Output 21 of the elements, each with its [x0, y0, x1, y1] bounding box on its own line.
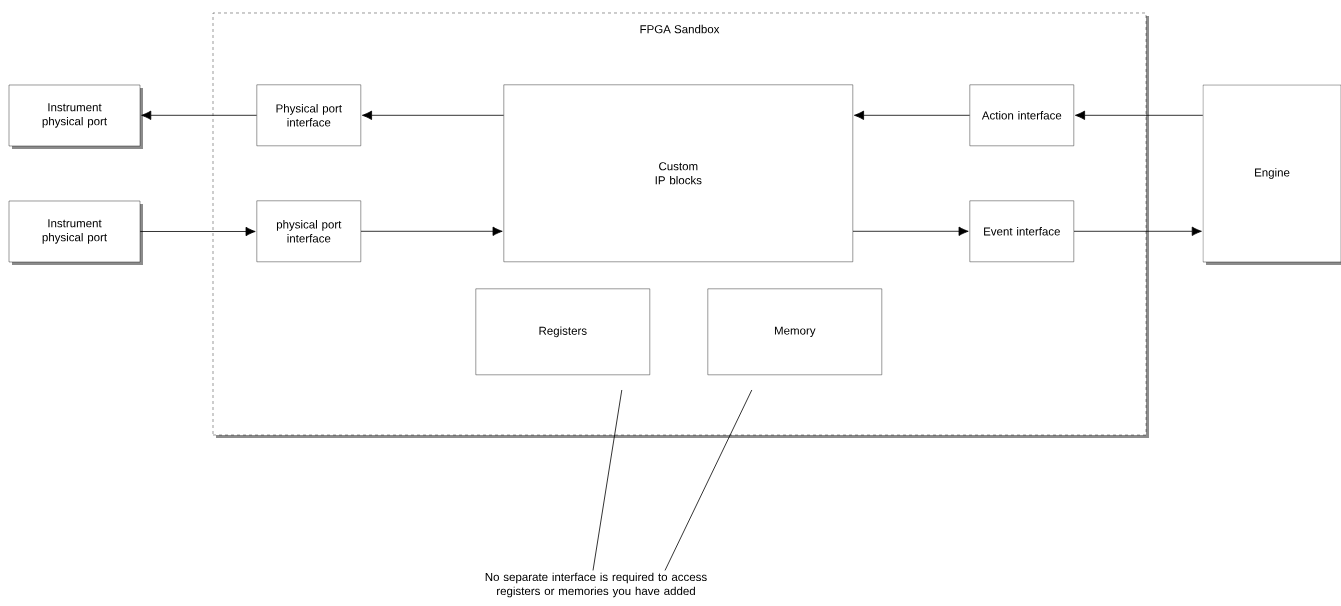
arrow: [360, 226, 503, 236]
arrow: [362, 110, 504, 120]
block-box: Engine: [1202, 84, 1341, 265]
arrow: [1073, 226, 1202, 236]
block-box: Event interface: [969, 200, 1074, 262]
block-box: Physical port interface: [256, 84, 361, 146]
arrow: [139, 226, 256, 237]
block-box: Instrument physical port: [8, 84, 143, 149]
block-box: Instrument physical port: [8, 200, 143, 265]
block-box: Custom IP blocks: [503, 84, 853, 262]
arrow: [1075, 110, 1204, 120]
arrow: [852, 226, 969, 236]
block-box: Memory: [707, 288, 882, 375]
leader-line: [592, 389, 623, 571]
arrow: [854, 110, 970, 120]
note-text: No separate interface is required to access registers or memories you have added: [485, 572, 707, 598]
arrow: [141, 110, 257, 120]
block-box: Action interface: [969, 84, 1074, 146]
block-box: physical port interface: [256, 200, 361, 262]
leader-line: [664, 389, 753, 571]
block-box: Registers: [475, 288, 650, 375]
